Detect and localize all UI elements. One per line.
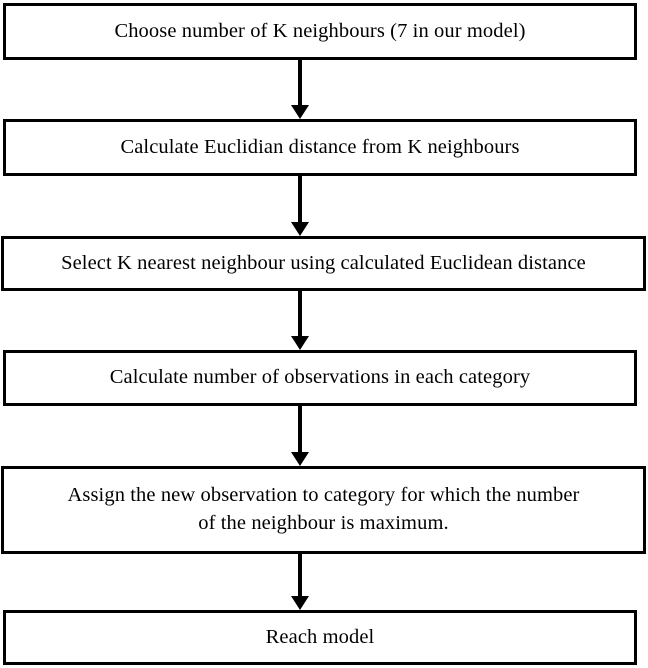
arrow-head-icon <box>291 336 309 350</box>
flowchart-node-calculate-euclidian-distance[interactable]: Calculate Euclidian distance from K neig… <box>3 119 637 176</box>
arrow-step5-to-step6 <box>290 554 310 610</box>
arrow-step4-to-step5 <box>290 406 310 466</box>
flowchart-node-select-k-nearest-neighbour[interactable]: Select K nearest neighbour using calcula… <box>1 236 646 291</box>
flowchart-node-label: Choose number of K neighbours (7 in our … <box>114 19 526 42</box>
arrow-head-icon <box>291 596 309 610</box>
flowchart-node-choose-k-neighbours[interactable]: Choose number of K neighbours (7 in our … <box>3 3 637 60</box>
flowchart-node-assign-new-observation[interactable]: Assign the new observation to category f… <box>1 466 646 554</box>
flowchart-node-label: Calculate Euclidian distance from K neig… <box>120 135 520 158</box>
arrow-step3-to-step4 <box>290 291 310 350</box>
arrow-head-icon <box>291 452 309 466</box>
flowchart-node-label: Assign the new observation to category f… <box>67 484 580 534</box>
flowchart-node-label: Select K nearest neighbour using calcula… <box>61 251 586 274</box>
arrow-stem <box>298 554 302 598</box>
arrow-head-icon <box>291 222 309 236</box>
arrow-stem <box>298 291 302 338</box>
flowchart-node-reach-model[interactable]: Reach model <box>3 610 637 665</box>
arrow-stem <box>298 406 302 454</box>
flowchart-node-calculate-observations-per-category[interactable]: Calculate number of observations in each… <box>3 350 637 406</box>
arrow-stem <box>298 60 302 107</box>
arrow-head-icon <box>291 105 309 119</box>
arrow-step2-to-step3 <box>290 176 310 236</box>
flowchart-node-label: Calculate number of observations in each… <box>109 366 531 389</box>
arrow-step1-to-step2 <box>290 60 310 119</box>
flowchart-node-label: Reach model <box>265 625 375 648</box>
arrow-stem <box>298 176 302 224</box>
